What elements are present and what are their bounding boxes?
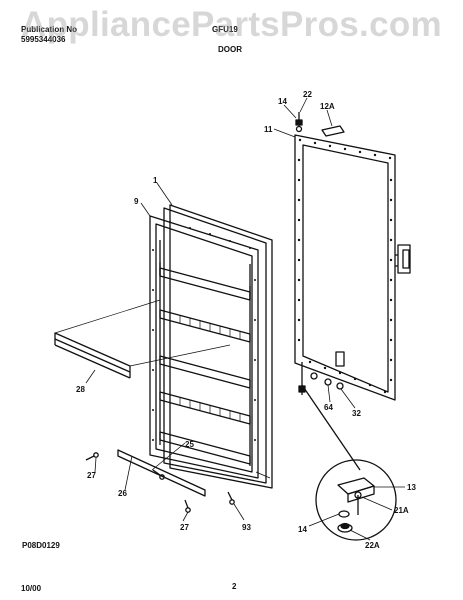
publication-label: Publication No	[21, 25, 77, 34]
callout-9: 9	[134, 197, 139, 206]
callout-26: 26	[118, 489, 127, 498]
callout-1: 1	[153, 176, 158, 185]
door-gasket-frame	[294, 134, 396, 401]
callout-13: 13	[407, 483, 416, 492]
callout-25: 25	[185, 440, 194, 449]
top-screw	[295, 112, 303, 133]
callout-22a: 22A	[365, 541, 380, 550]
footer-page-number: 2	[232, 582, 237, 591]
callout-32: 32	[352, 409, 361, 418]
shelf-rail-28	[54, 299, 231, 379]
shelf-rail-26	[117, 449, 206, 497]
callout-64: 64	[324, 403, 333, 412]
footer-date: 10/00	[21, 584, 42, 593]
model-number: GFU19	[212, 25, 238, 34]
leader-lines	[85, 97, 405, 541]
bracket-12a	[321, 125, 345, 137]
callout-27-bottom: 27	[180, 523, 189, 532]
callout-28: 28	[76, 385, 85, 394]
callout-93: 93	[242, 523, 251, 532]
door-handle	[395, 244, 411, 274]
door-liner	[149, 204, 273, 489]
publication-number: 5995344036	[21, 35, 66, 44]
callout-22-top: 22	[303, 90, 312, 99]
callout-27-left: 27	[87, 471, 96, 480]
drawing-code: P08D0129	[22, 541, 60, 550]
callout-14-detail: 14	[298, 525, 307, 534]
callout-11: 11	[264, 125, 273, 134]
frame-bottom-slot	[335, 351, 345, 367]
callout-21a: 21A	[394, 506, 409, 515]
hinge-detail-circle	[315, 459, 397, 541]
callout-14-top: 14	[278, 97, 287, 106]
callout-12a: 12A	[320, 102, 335, 111]
bottom-hinge-parts	[298, 362, 361, 471]
section-title: DOOR	[218, 45, 242, 54]
bottom-screws	[85, 452, 235, 513]
